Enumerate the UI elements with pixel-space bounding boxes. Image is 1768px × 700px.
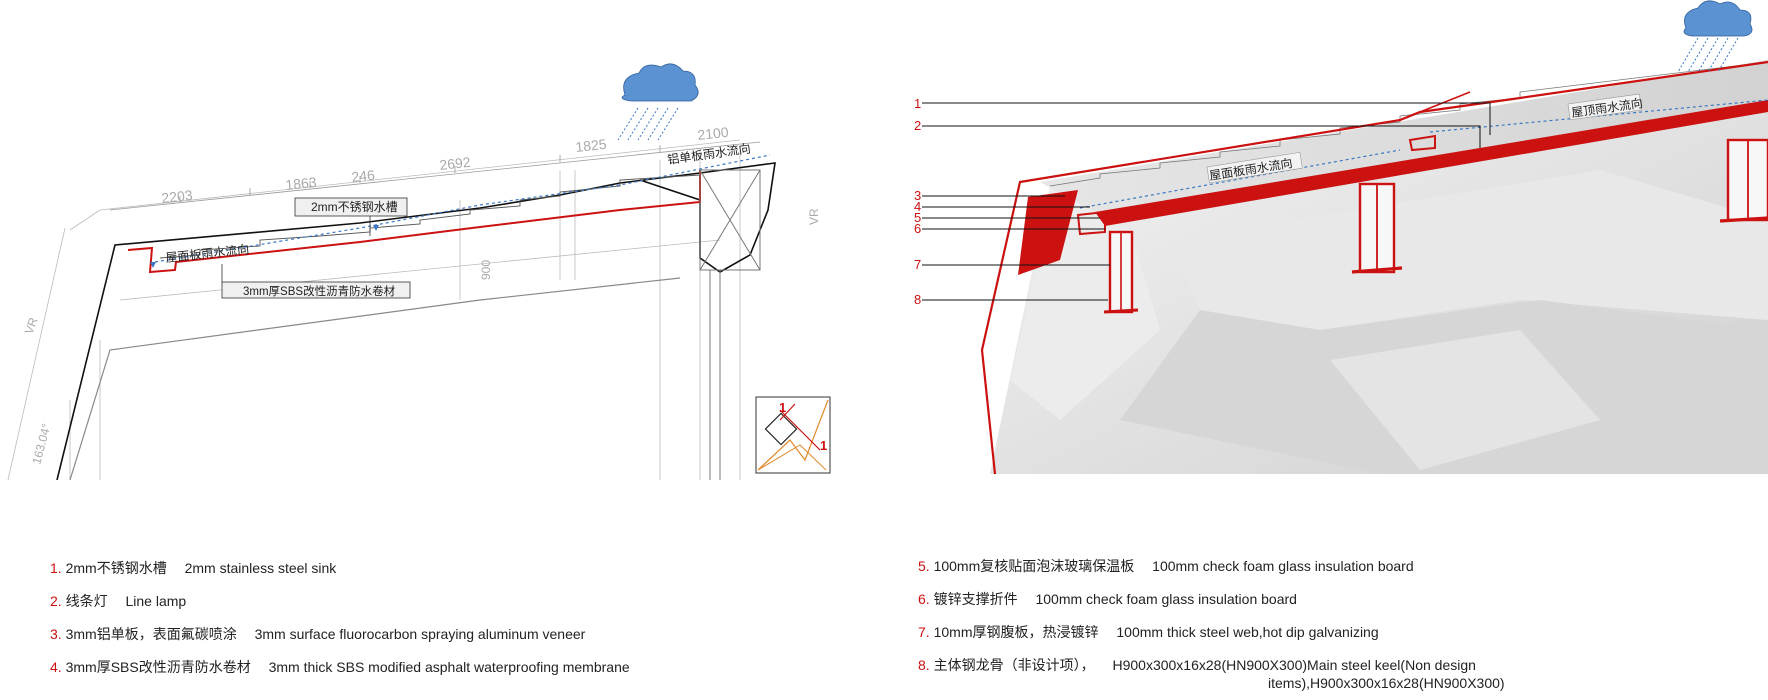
- interior-shadow: [1170, 170, 1768, 330]
- leader-number: 4: [914, 199, 922, 214]
- waterproofing-line: [127, 170, 701, 274]
- leader-lines: [922, 102, 1491, 301]
- legend-item: 8. 主体钢龙骨（非设计项）， H900x300x16x28(HN900X300…: [918, 657, 1505, 691]
- leader-number: 1: [914, 96, 922, 111]
- legend-item: 6. 镀锌支撑折件 100mm check foam glass insulat…: [918, 591, 1297, 607]
- aluminum-flow-label: 铝单板雨水流向: [666, 140, 751, 167]
- roof-profile: [56, 162, 776, 480]
- steel-column: [1103, 230, 1139, 314]
- leader-number: 2: [914, 118, 922, 133]
- detail-mark: 1: [779, 400, 786, 415]
- legend-item: 4. 3mm厚SBS改性沥青防水卷材 3mm thick SBS modifie…: [50, 659, 630, 675]
- interior-shadow: [1330, 330, 1600, 470]
- legend-item: 5. 100mm复核贴面泡沫玻璃保温板 100mm check foam gla…: [918, 558, 1414, 574]
- cloud-icon: [1683, 0, 1753, 37]
- rainwater-flow-line: [1079, 149, 1401, 209]
- roof-edge-red: [1419, 91, 1471, 113]
- roof-outline-red: [980, 60, 1768, 475]
- sink-callout: 2mm不锈钢水槽: [311, 200, 398, 214]
- legend-item: 1. 2mm不锈钢水槽 2mm stainless steel sink: [50, 560, 337, 576]
- rain-icon: [617, 107, 679, 141]
- dim-label: 1863: [285, 174, 318, 193]
- steel-frame: [699, 169, 761, 480]
- detail-key: [755, 396, 831, 474]
- cloud-icon: [621, 63, 699, 102]
- sink-callout-box: [294, 197, 408, 217]
- side-dim-label: VR: [807, 208, 821, 225]
- gutter-band: [1095, 100, 1768, 226]
- steel-column: [1719, 138, 1768, 223]
- dim-label: 2692: [439, 154, 472, 173]
- construction-lines: [7, 139, 741, 480]
- leader-number: 3: [914, 188, 922, 203]
- steel-column: [1351, 182, 1403, 274]
- fascia-plate: [1018, 190, 1078, 275]
- flow-label-box: [1567, 93, 1642, 121]
- soffit-profile: [69, 277, 681, 480]
- legend-item: 3. 3mm铝单板，表面氟碳喷涂 3mm surface fluorocarbo…: [50, 626, 586, 642]
- detail-mark: 1: [820, 438, 827, 453]
- dim-label: 246: [351, 167, 376, 185]
- flow-label-box: [1206, 151, 1303, 184]
- roof-flow-label: 屋面板雨水流向: [165, 241, 250, 265]
- leader-number: 7: [914, 257, 922, 272]
- membrane-callout: 3mm厚SBS改性沥青防水卷材: [243, 284, 396, 298]
- rainwater-flow-line: [154, 154, 771, 263]
- leader-number: 6: [914, 221, 922, 236]
- dim-label: 2100: [697, 124, 730, 143]
- section-drawing: 2203 1863 246 2692 1825 2100 VR VR 163.0…: [7, 63, 831, 480]
- side-dim-label: VR: [22, 315, 41, 336]
- legend-item: 2. 线条灯 Line lamp: [50, 593, 187, 609]
- dimension-line: [109, 141, 761, 211]
- side-dim-label: 163.04°: [29, 422, 53, 466]
- legend-item: 7. 10mm厚钢腹板，热浸镀锌 100mm thick steel web,h…: [918, 624, 1379, 640]
- gutter-channel: [1408, 134, 1436, 152]
- rain-icon: [1677, 37, 1739, 73]
- leader-number: 5: [914, 210, 922, 225]
- gutter-channel: [1076, 210, 1106, 236]
- dim-label: 2203: [161, 187, 194, 206]
- membrane-callout-box: [221, 281, 411, 299]
- side-dim-label: 900: [479, 260, 493, 280]
- leader-number: 8: [914, 292, 922, 307]
- render-view: 屋面板雨水流向 屋顶雨水流向: [922, 0, 1768, 475]
- panel-steps: [159, 174, 701, 259]
- rain-arrows: [150, 225, 379, 268]
- dim-label: 1825: [575, 136, 608, 155]
